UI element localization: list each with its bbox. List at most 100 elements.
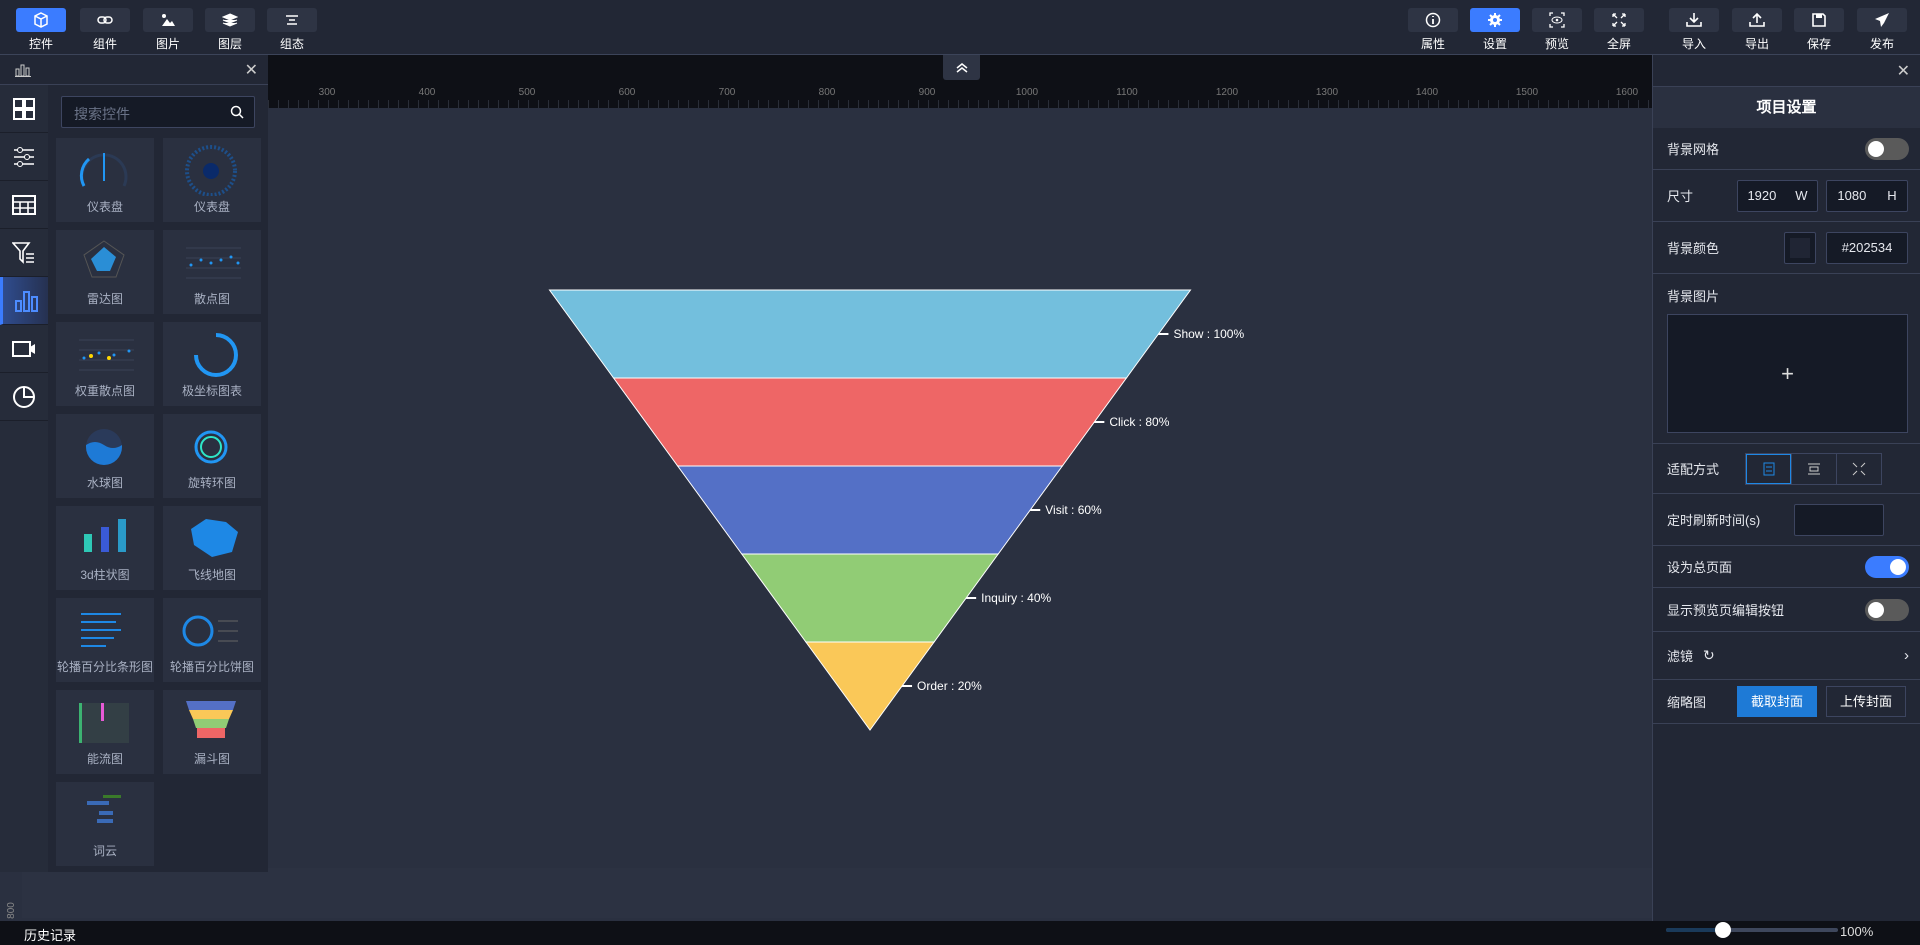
export-icon [1749,12,1765,27]
category-grid[interactable] [0,85,48,133]
reset-icon[interactable]: ↻ [1703,647,1715,663]
show-edit-label: 显示预览页编辑按钮 [1667,603,1785,618]
upload-cover-button[interactable]: 上传封面 [1826,686,1906,717]
ruler-tick-label: 800 [818,87,836,98]
refresh-input[interactable] [1794,503,1884,536]
import-button[interactable]: 导入 [1669,8,1719,52]
set-main-toggle[interactable] [1865,555,1909,578]
widget-card[interactable]: 3d柱状图 [56,506,154,590]
funnel-segment-order[interactable] [804,641,936,731]
close-settings-button[interactable]: ✕ [1896,63,1910,80]
collapse-toolbar-button[interactable] [943,55,980,80]
image-button[interactable]: 图片 [143,8,193,52]
widget-card[interactable]: 漏斗图 [163,690,261,774]
ruler-tick-label: 1300 [1315,87,1339,98]
show-edit-toggle[interactable] [1865,598,1909,621]
close-panel-button[interactable]: ✕ [244,62,258,79]
category-strip [0,85,48,872]
fit-width-button[interactable] [1791,454,1836,484]
zoom-level: 100% [1840,924,1874,939]
history-button[interactable]: 历史记录 [24,928,77,943]
funnel-label: Visit : 60% [1045,503,1102,517]
filter-row[interactable]: 滤镜↻› [1653,632,1920,680]
category-video[interactable] [0,325,48,373]
widget-card[interactable]: 水球图 [56,414,154,498]
fullscreen-icon [1612,13,1626,27]
widget-label: 能流图 [86,752,123,766]
layers-icon [222,13,238,27]
widget-card[interactable]: 仪表盘 [56,138,154,222]
widget-card[interactable]: 能流图 [56,690,154,774]
search-icon[interactable] [230,105,244,119]
bg-image-upload[interactable]: + [1667,314,1908,433]
funnel-segment-show[interactable] [548,289,1192,379]
widget-thumbnail [191,518,238,557]
fit-fill-button[interactable] [1746,454,1791,484]
button-label: 导入 [1681,37,1706,51]
send-button[interactable]: 发布 [1857,8,1907,52]
widget-label: 旋转环图 [187,476,236,490]
align-button[interactable]: 组态 [267,8,317,52]
widget-card[interactable]: 旋转环图 [163,414,261,498]
widget-thumbnail [185,144,237,196]
widget-card[interactable]: 轮播百分比饼图 [163,598,261,682]
category-table[interactable] [0,181,48,229]
widget-card[interactable]: 雷达图 [56,230,154,314]
category-pie[interactable] [0,373,48,421]
send-icon [1875,13,1889,27]
panel-title: 项目设置 [1653,87,1920,128]
ruler-tick-label: 1400 [1415,87,1439,98]
ruler-tick-label: 500 [518,87,536,98]
bar-chart-icon [15,64,31,77]
funnel-segment-click[interactable] [612,377,1128,467]
search-input[interactable]: 搜索控件 [61,96,255,128]
widget-card[interactable]: 散点图 [163,230,261,314]
video-icon [12,340,35,357]
zoom-slider-handle[interactable] [1714,922,1731,938]
widget-card[interactable]: 权重散点图 [56,322,154,406]
layers-button[interactable]: 图层 [205,8,255,52]
save-button[interactable]: 保存 [1794,8,1844,52]
eye-button[interactable]: 预览 [1532,8,1582,52]
funnel-segment-inquiry[interactable] [740,553,1000,643]
widget-card[interactable]: 词云 [56,782,154,866]
fit-mode-label: 适配方式 [1667,462,1720,477]
filter-label: 滤镜 [1667,649,1694,664]
widget-card[interactable]: 轮播百分比条形图 [56,598,154,682]
capture-cover-button[interactable]: 截取封面 [1737,686,1817,717]
gear-button[interactable]: 设置 [1470,8,1520,52]
export-button[interactable]: 导出 [1732,8,1782,52]
bg-grid-toggle[interactable] [1865,137,1909,160]
funnel-segment-visit[interactable] [676,465,1064,555]
ruler-tick-label: 600 [618,87,636,98]
ruler-tick-label: 900 [918,87,936,98]
size-label: 尺寸 [1667,189,1694,204]
category-bar-chart[interactable] [0,277,48,325]
link-button[interactable]: 组件 [80,8,130,52]
category-filter[interactable] [0,229,48,277]
info-button[interactable]: 属性 [1408,8,1458,52]
fit-width-icon [1808,463,1820,475]
search-placeholder: 搜索控件 [74,106,130,122]
button-label: 发布 [1869,37,1894,51]
widget-card[interactable]: 极坐标图表 [163,322,261,406]
zoom-slider[interactable] [1666,922,1838,938]
widget-card[interactable]: 飞线地图 [163,506,261,590]
bg-grid-label: 背景网格 [1667,142,1720,157]
widget-card[interactable]: 仪表盘 [163,138,261,222]
button-label: 保存 [1806,37,1831,51]
widget-label: 极坐标图表 [181,384,242,398]
fullscreen-button[interactable]: 全屏 [1594,8,1644,52]
fit-stretch-button[interactable] [1836,454,1881,484]
bar-chart-icon [14,290,38,312]
cube-button[interactable]: 控件 [16,8,66,52]
bg-color-input[interactable]: #202534 [1826,231,1908,264]
category-sliders[interactable] [0,133,48,181]
color-swatch[interactable] [1784,231,1816,264]
widget-thumbnail [194,332,238,377]
widget-label: 3d柱状图 [80,568,130,582]
funnel-label: Click : 80% [1109,415,1169,429]
